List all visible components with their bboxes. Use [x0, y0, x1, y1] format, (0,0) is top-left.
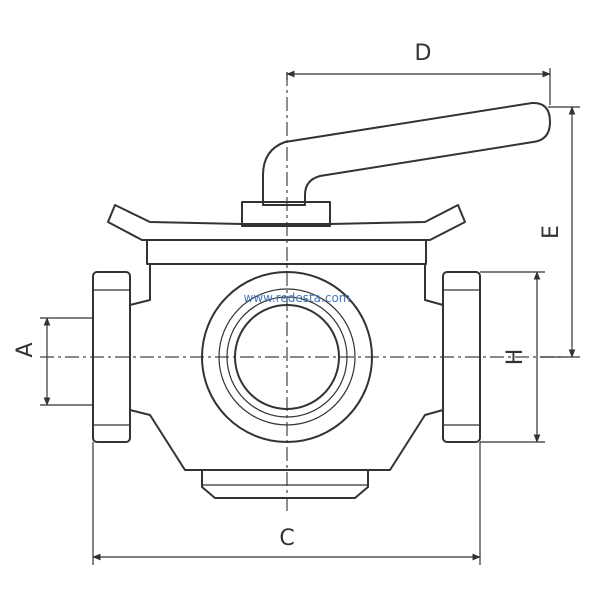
front-port-inner: [234, 304, 340, 410]
right-flange: [442, 271, 481, 443]
left-flange: [92, 271, 131, 443]
dim-e-label: E: [539, 225, 564, 239]
front-port-ring-1: [218, 288, 356, 426]
watermark-text: www.redesta.com: [244, 291, 351, 305]
dim-h-label: H: [503, 349, 528, 366]
bottom-flange: [201, 470, 369, 499]
stem-nut: [241, 201, 331, 227]
dim-a-label: A: [13, 342, 38, 357]
dim-c-label: C: [279, 526, 294, 551]
lever-handle: [262, 101, 551, 206]
front-port-ring-2: [226, 296, 348, 418]
front-port-outer: [201, 271, 373, 443]
dim-d-label: D: [415, 41, 432, 66]
